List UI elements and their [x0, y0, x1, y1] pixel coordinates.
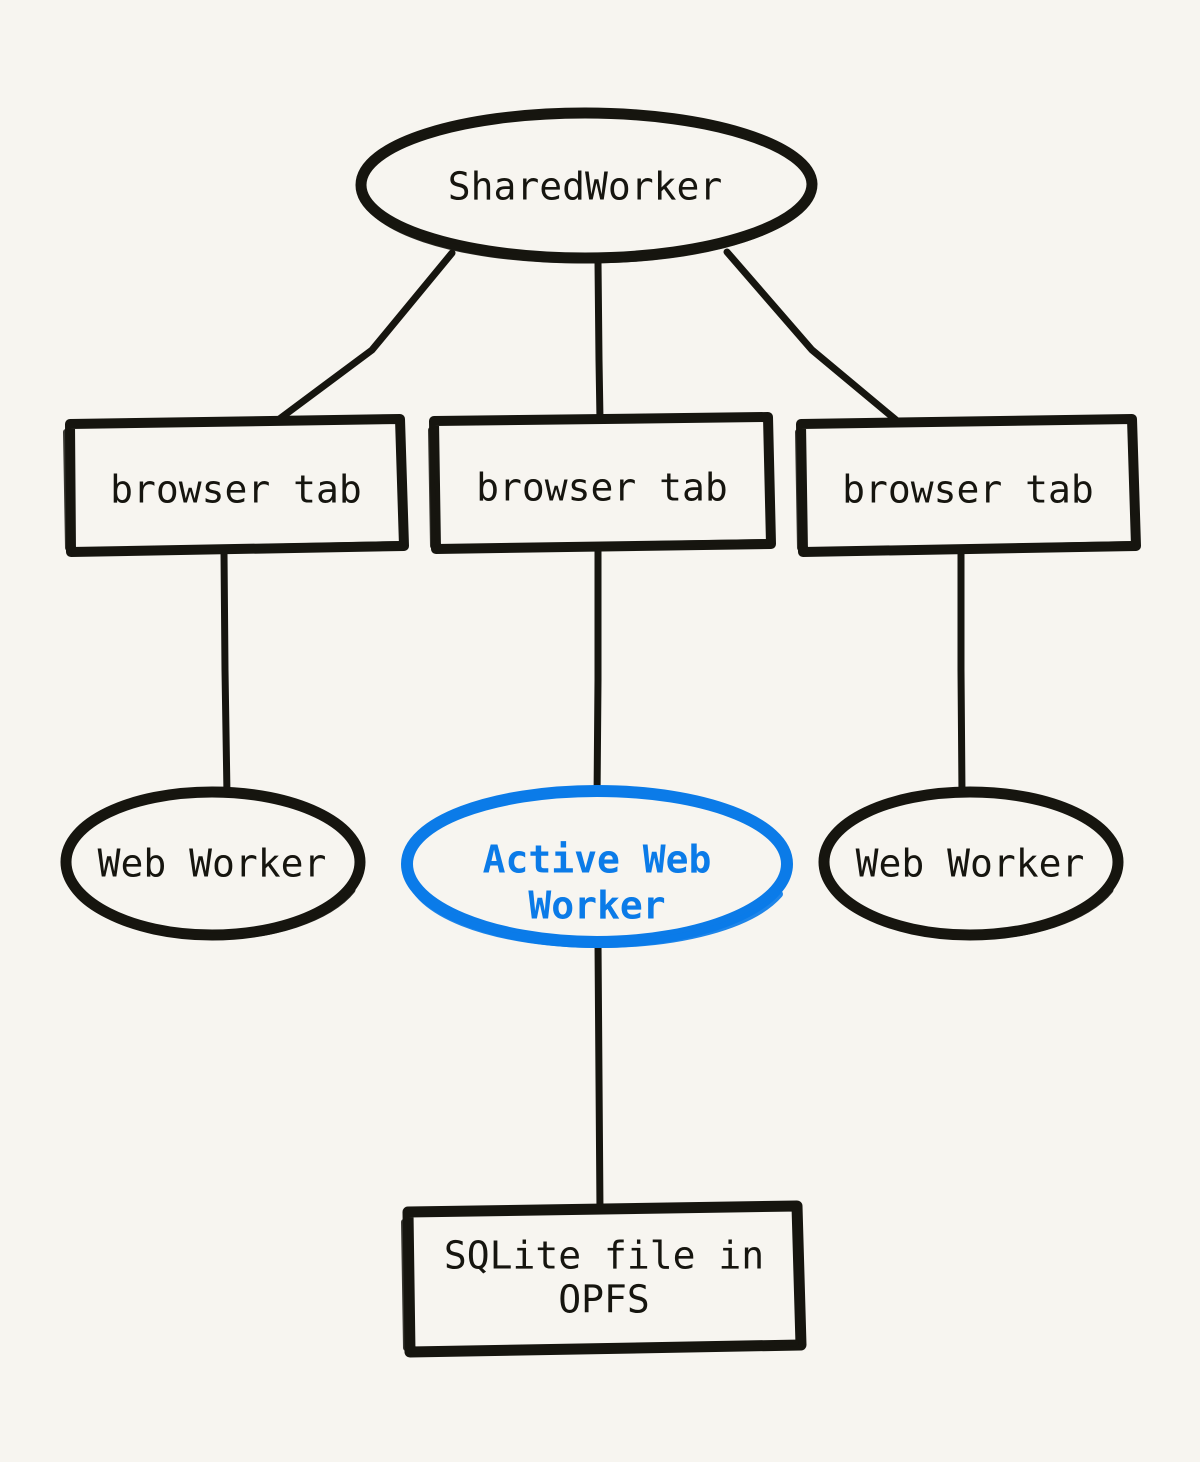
- node-worker-left[interactable]: Web Worker: [60, 786, 366, 941]
- edge-tab-left-to-worker-left: [220, 548, 231, 799]
- worker-right-label: Web Worker: [856, 842, 1085, 886]
- worker-center-ellipse-outline-second-pass: [405, 870, 783, 949]
- edge-tab-right-to-worker-right: [957, 548, 966, 799]
- node-sqlite-file[interactable]: SQLite file in OPFS: [401, 1200, 807, 1358]
- sqlite-rect-outline: [402, 1200, 807, 1358]
- sqlite-label-line-1: SQLite file in: [444, 1234, 764, 1278]
- sqlite-rect-fill: [406, 1208, 800, 1350]
- worker-center-label-line-2: Worker: [528, 884, 665, 928]
- worker-left-ellipse-outline-second-pass: [63, 868, 356, 940]
- edge-worker-center-to-sqlite: [594, 938, 604, 1216]
- worker-right-ellipse-fill: [822, 792, 1118, 936]
- edge-group: [220, 248, 966, 1216]
- tab-left-rect-outline: [65, 414, 409, 557]
- node-worker-center-active[interactable]: Active Web Worker: [401, 785, 793, 949]
- edge-sharedworker-to-tab-left: [274, 249, 456, 424]
- shared-worker-ellipse-outline-second-pass: [358, 186, 804, 264]
- edge-tab-center-to-worker-center: [593, 546, 602, 804]
- edge-sharedworker-to-tab-right: [723, 248, 900, 424]
- tab-center-rect-outline-second-pass: [428, 427, 769, 551]
- tab-right-rect-outline-second-pass: [795, 429, 1135, 554]
- node-tab-center[interactable]: browser tab: [428, 412, 776, 554]
- shared-worker-ellipse-fill: [360, 113, 810, 259]
- shared-worker-label: SharedWorker: [448, 165, 723, 209]
- worker-left-label: Web Worker: [98, 842, 327, 886]
- tab-right-rect-fill: [800, 422, 1135, 550]
- node-shared-worker[interactable]: SharedWorker: [355, 107, 818, 264]
- sqlite-rect-outline-second-pass: [401, 1219, 799, 1354]
- worker-left-ellipse-fill: [64, 792, 360, 936]
- node-tab-right[interactable]: browser tab: [795, 414, 1141, 557]
- worker-right-ellipse-outline-second-pass: [821, 868, 1114, 940]
- worker-center-label-line-1: Active Web: [483, 838, 712, 882]
- tab-center-label: browser tab: [476, 466, 728, 510]
- tab-center-rect-fill: [434, 420, 770, 548]
- tab-left-rect-outline-second-pass: [63, 429, 403, 554]
- tab-right-label: browser tab: [842, 468, 1094, 512]
- tab-left-rect-fill: [68, 422, 403, 550]
- worker-center-ellipse-fill: [407, 790, 787, 942]
- edge-sharedworker-to-tab-center: [594, 258, 604, 424]
- sqlite-label-line-2: OPFS: [558, 1278, 650, 1322]
- tab-center-rect-outline: [429, 412, 776, 554]
- node-worker-right[interactable]: Web Worker: [818, 786, 1124, 941]
- node-tab-left[interactable]: browser tab: [63, 414, 409, 557]
- tab-left-label: browser tab: [110, 468, 362, 512]
